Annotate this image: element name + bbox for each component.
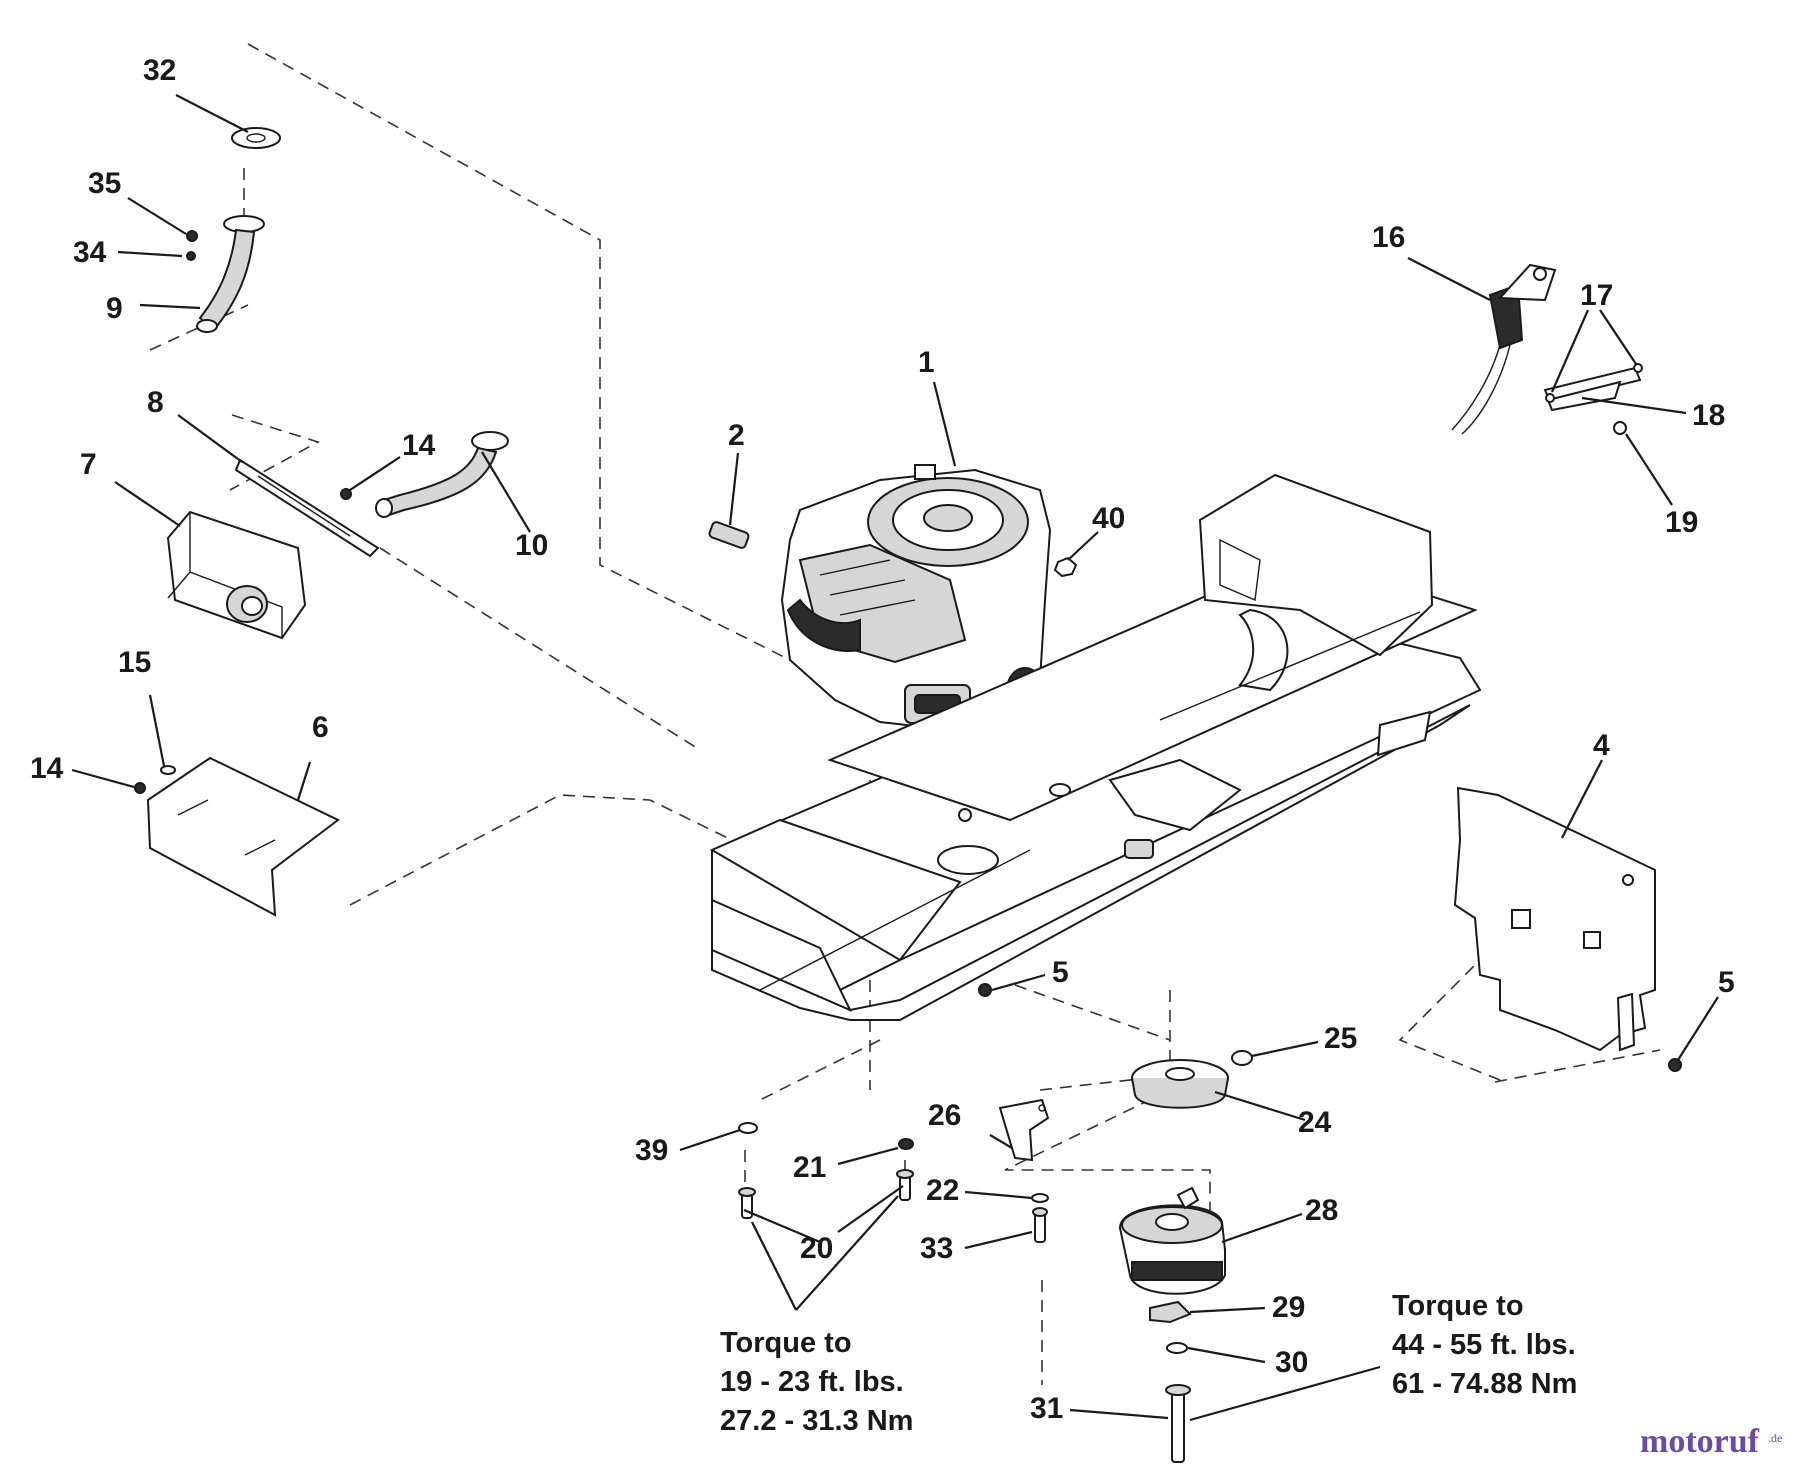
leader-lines [71, 94, 1719, 1422]
bracket-26 [998, 1098, 1050, 1162]
chassis-frame [709, 473, 1482, 1021]
bolt-33 [1032, 1207, 1048, 1243]
washer-30 [1166, 1342, 1188, 1354]
callout-14-upper: 14 [402, 429, 436, 462]
callout-15: 15 [118, 646, 151, 679]
torque-left-line3: 27.2 - 31.3 Nm [720, 1405, 913, 1437]
callout-32: 32 [143, 54, 176, 87]
washer-22 [1031, 1193, 1049, 1203]
callout-30: 30 [1275, 1346, 1308, 1379]
callout-7: 7 [80, 448, 97, 481]
callout-14-lower: 14 [30, 752, 64, 785]
torque-note-left: Torque to 19 - 23 ft. lbs. 27.2 - 31.3 N… [720, 1327, 913, 1437]
callout-20: 20 [800, 1232, 833, 1265]
torque-right-line2: 44 - 55 ft. lbs. [1392, 1329, 1576, 1361]
callout-2: 2 [728, 419, 745, 452]
nut-21 [898, 1138, 914, 1150]
callout-10: 10 [515, 529, 548, 562]
screw-34 [186, 251, 196, 261]
callout-33: 33 [920, 1232, 953, 1265]
callout-34: 34 [73, 236, 107, 269]
washer-35 [186, 230, 198, 242]
nut-40 [1053, 556, 1078, 578]
callout-5-center: 5 [1052, 956, 1069, 989]
screw-14-upper [340, 488, 352, 500]
bolt-31 [1165, 1384, 1191, 1463]
exhaust-pipe-9 [196, 215, 265, 333]
callout-5-right: 5 [1718, 966, 1735, 999]
watermark-text: motoruf [1640, 1423, 1760, 1460]
callout-22: 22 [926, 1174, 959, 1207]
watermark-logo: motoruf .de [1640, 1423, 1782, 1460]
watermark-suffix: .de [1768, 1431, 1782, 1445]
panel-4 [1453, 786, 1656, 1052]
screw-5-center [978, 983, 992, 997]
callout-24: 24 [1298, 1106, 1332, 1139]
torque-note-right: Torque to 44 - 55 ft. lbs. 61 - 74.88 Nm [1392, 1290, 1577, 1400]
callout-17: 17 [1580, 279, 1613, 312]
callout-19: 19 [1665, 506, 1698, 539]
callout-1: 1 [918, 346, 935, 379]
callout-18: 18 [1692, 399, 1725, 432]
exhaust-pipe-10 [375, 431, 509, 518]
exhaust-gasket-32 [231, 127, 281, 149]
heat-shield-6 [146, 756, 340, 917]
fitting-2 [708, 521, 750, 549]
screw-5-right [1668, 1058, 1682, 1072]
muffler-bracket-8 [234, 458, 380, 558]
torque-left-line1: Torque to [720, 1327, 852, 1359]
torque-right-line3: 61 - 74.88 Nm [1392, 1368, 1577, 1400]
callout-40: 40 [1092, 502, 1125, 535]
torque-left-line2: 19 - 23 ft. lbs. [720, 1366, 904, 1398]
callout-25: 25 [1324, 1022, 1357, 1055]
throttle-control-16 [1451, 263, 1557, 435]
callout-8: 8 [147, 386, 164, 419]
pulley-24 [1131, 1059, 1229, 1109]
callout-16: 16 [1372, 221, 1405, 254]
screws-17 [1545, 363, 1643, 403]
callout-29: 29 [1272, 1291, 1305, 1324]
callout-6: 6 [312, 711, 329, 744]
torque-right-line1: Torque to [1392, 1290, 1524, 1322]
engine-1 [780, 464, 1052, 732]
callout-26: 26 [928, 1099, 961, 1132]
callout-21: 21 [793, 1151, 826, 1184]
nut-19 [1613, 421, 1627, 435]
callout-28: 28 [1305, 1194, 1338, 1227]
clip-15 [160, 765, 176, 775]
callout-4: 4 [1593, 729, 1610, 762]
clutch-28 [1118, 1186, 1226, 1295]
callout-9: 9 [106, 292, 123, 325]
callout-35: 35 [88, 167, 121, 200]
spacer-29 [1149, 1300, 1192, 1324]
callout-39: 39 [635, 1134, 668, 1167]
screw-14-lower [134, 782, 146, 794]
callout-labels: 32 35 34 9 8 7 14 10 1 2 40 16 17 18 19 … [30, 54, 1735, 1425]
washer-39 [738, 1122, 758, 1134]
muffler-7 [166, 510, 307, 640]
key-25 [1231, 1050, 1253, 1066]
callout-31: 31 [1030, 1392, 1063, 1425]
